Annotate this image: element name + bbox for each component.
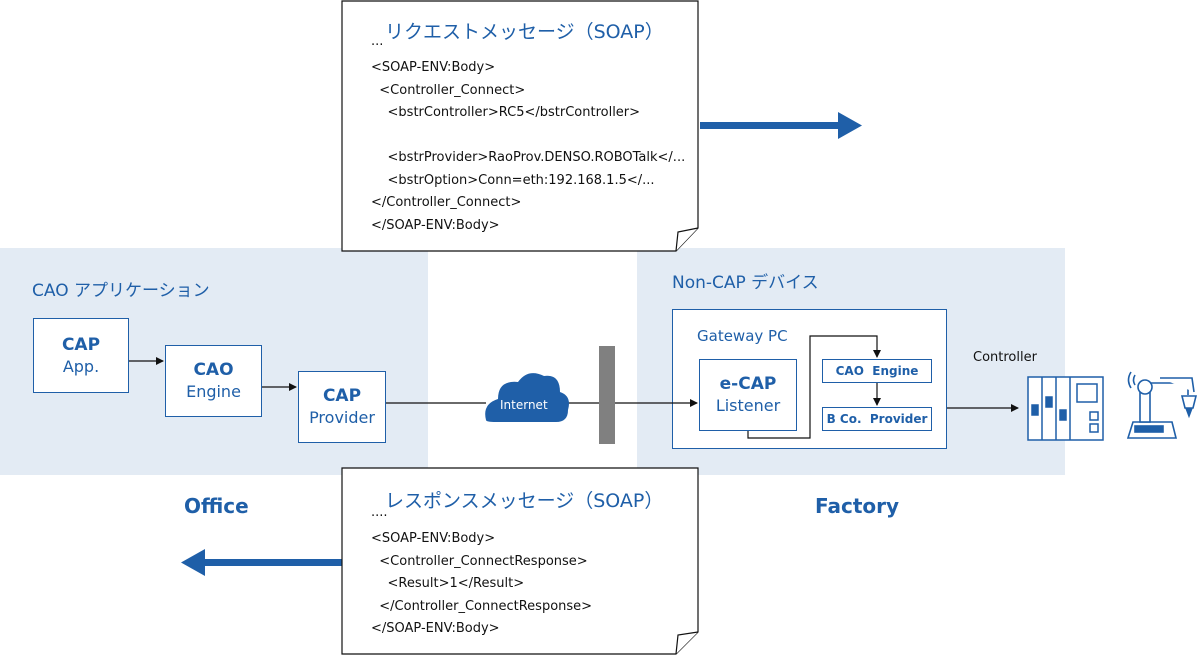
ecap-listener-line2: Listener (715, 396, 781, 415)
response-line: </Controller_ConnectResponse> (371, 598, 593, 614)
request-arrow-right (700, 112, 862, 139)
request-line: <Controller_Connect> (371, 82, 526, 98)
gateway-pc-title: Gateway PC (697, 327, 788, 345)
response-document (341, 467, 699, 655)
ecap-listener-box: e-CAP Listener (699, 359, 797, 431)
cap-app-box: CAP App. (33, 318, 129, 393)
cap-provider-line2: Provider (309, 408, 375, 427)
cao-engine-line2: Engine (186, 382, 241, 401)
listener-to-engine-path (747, 335, 881, 439)
request-doc-body: ... <SOAP-ENV:Body> <Controller_Connect>… (371, 35, 685, 237)
ecap-listener-line1: e-CAP (719, 374, 777, 394)
controller-icon (1027, 376, 1104, 441)
response-line: <Result>1</Result> (371, 576, 525, 591)
firewall-bar (599, 346, 615, 444)
bco-provider-box: B Co. Provider (822, 407, 932, 431)
internet-label: Internet (500, 398, 548, 412)
cap-app-line2: App. (62, 356, 100, 376)
controller-label: Controller (973, 350, 1037, 365)
request-document (341, 0, 699, 252)
office-section-title: CAO アプリケーション (32, 281, 210, 301)
internet-cloud-icon (485, 373, 569, 422)
request-line: <bstrOption>Conn=eth:192.168.1.5</... (371, 172, 655, 188)
response-line: </SOAP-ENV:Body> (371, 621, 500, 636)
cao-engine-box: CAO Engine (165, 345, 262, 417)
cap-provider-box: CAP Provider (298, 371, 386, 443)
factory-section-title: Non-CAP デバイス (672, 273, 819, 293)
request-line: </SOAP-ENV:Body> (371, 217, 500, 233)
request-line (371, 125, 685, 148)
cao-engine-small-box: CAO Engine (822, 359, 932, 383)
response-line: <Controller_ConnectResponse> (371, 553, 588, 569)
response-line: .... (371, 505, 388, 520)
factory-label: Factory (815, 494, 900, 518)
request-line: <bstrProvider>RaoProv.DENSO.ROBOTalk</..… (371, 150, 686, 165)
request-line: <SOAP-ENV:Body> (371, 60, 496, 75)
office-label: Office (184, 494, 249, 518)
request-line: </Controller_Connect> (371, 195, 522, 210)
request-line: <bstrController>RC5</bstrController> (371, 105, 641, 120)
cao-engine-line1: CAO (193, 360, 234, 380)
response-arrow-left (181, 549, 343, 576)
response-doc-title: レスポンスメッセージ（SOAP） (385, 490, 664, 512)
request-line: ... (371, 34, 384, 49)
request-doc-title: リクエストメッセージ（SOAP） (385, 21, 664, 43)
cap-provider-line1: CAP (322, 386, 362, 406)
cap-app-line1: CAP (61, 334, 101, 355)
response-doc-body: .... <SOAP-ENV:Body> <Controller_Connect… (371, 506, 592, 641)
response-line: <SOAP-ENV:Body> (371, 531, 496, 546)
robot-arm-icon (1126, 371, 1197, 439)
